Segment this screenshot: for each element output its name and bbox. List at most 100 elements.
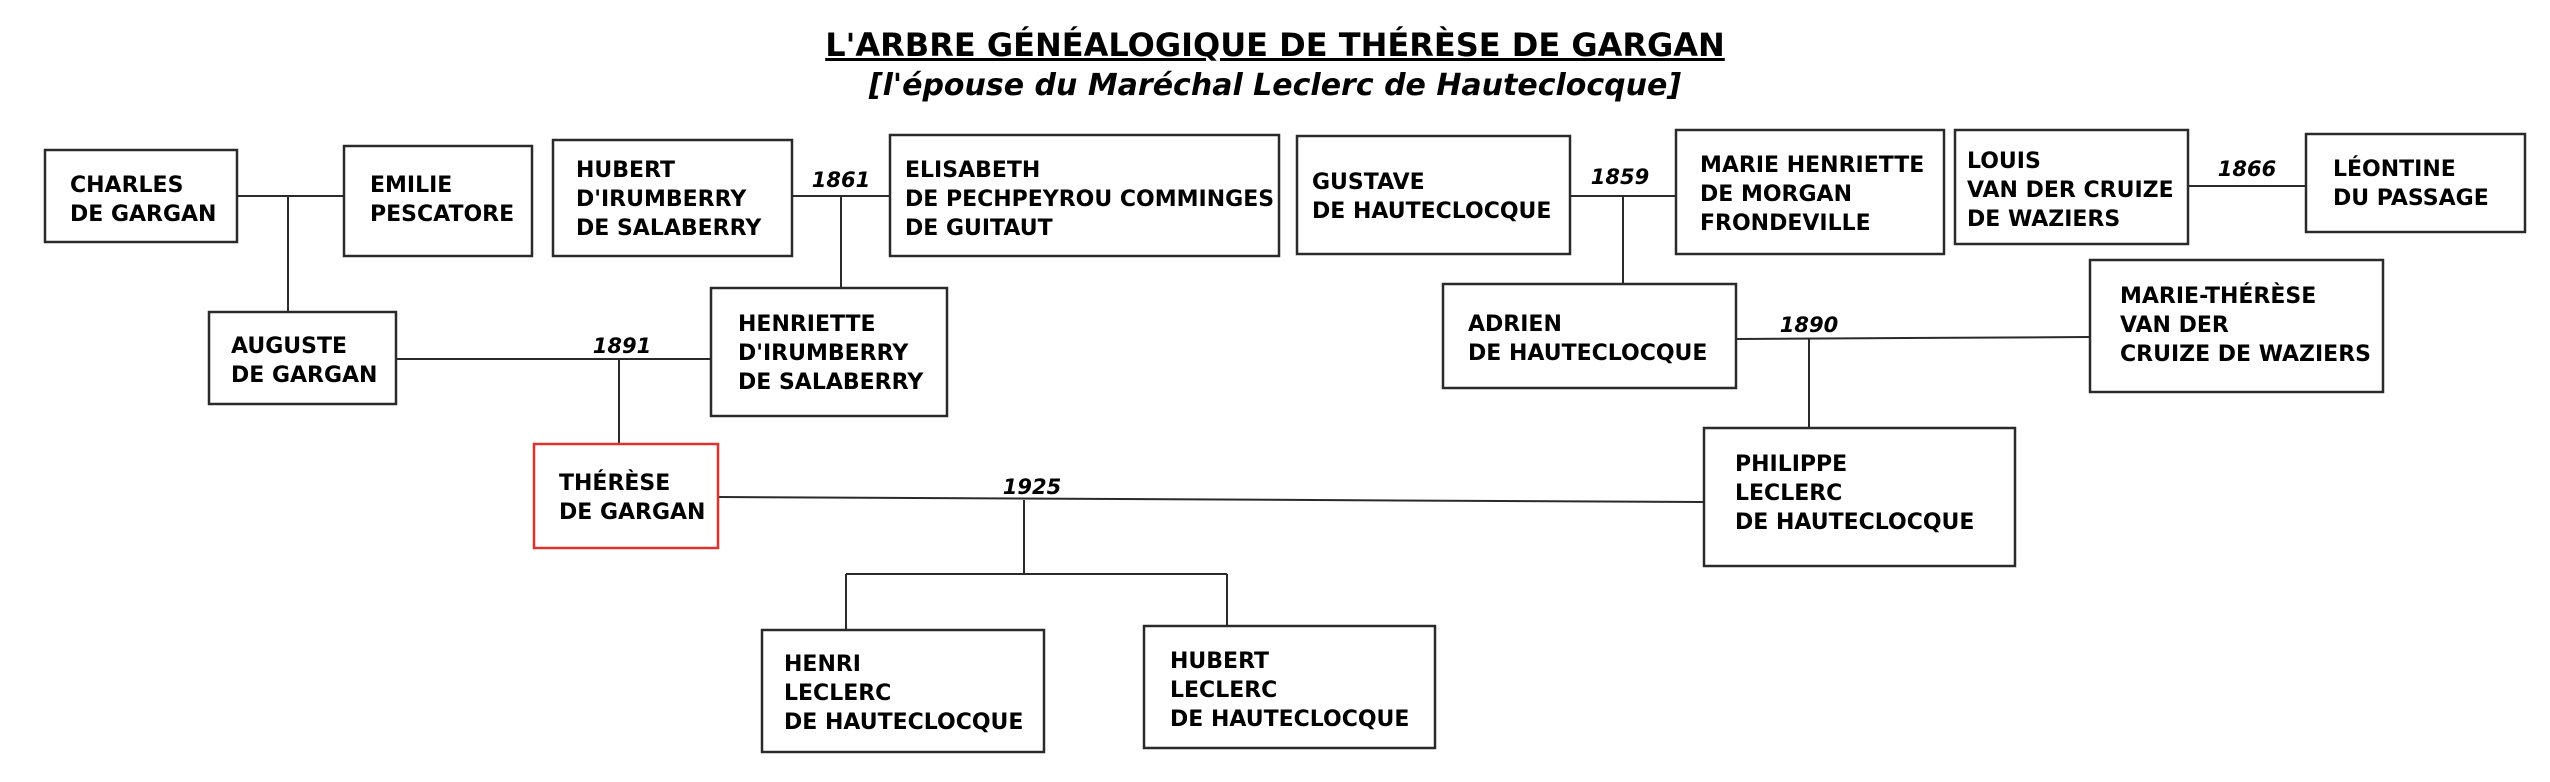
svg-text:DE MORGAN: DE MORGAN (1700, 182, 1852, 207)
marriage-year-1859: 1859 (1591, 165, 1649, 189)
svg-text:DE SALABERRY: DE SALABERRY (738, 370, 924, 395)
svg-text:DE GARGAN: DE GARGAN (231, 363, 377, 388)
name-line: LÉONTINE (2333, 156, 2456, 182)
person-henri-leclerc-de-hauteclocque: HENRI LECLERC DE HAUTECLOCQUE (760, 628, 1046, 754)
person-therese-de-gargan: THÉRÈSE DE GARGAN (532, 442, 720, 550)
name-line: ELISABETH (905, 158, 1040, 183)
svg-text:LÉONTINE: LÉONTINE (2333, 156, 2456, 182)
marriage-year-1891: 1891 (593, 334, 651, 358)
name-line: HUBERT (576, 158, 675, 183)
svg-text:DE GARGAN: DE GARGAN (70, 202, 216, 227)
svg-text:AUGUSTE: AUGUSTE (231, 334, 347, 359)
person-marie-henriette-de-morgan-frondeville: MARIE HENRIETTE DE MORGAN FRONDEVILLE (1674, 128, 1946, 256)
name-line: GUSTAVE (1312, 170, 1425, 195)
svg-text:DE SALABERRY: DE SALABERRY (576, 216, 762, 241)
svg-text:ELISABETH: ELISABETH (905, 158, 1040, 183)
person-hubert-dirumberry-de-salaberry: HUBERT D'IRUMBERRY DE SALABERRY (551, 138, 794, 258)
marriage-year-1925: 1925 (1003, 475, 1061, 499)
svg-text:HUBERT: HUBERT (1170, 649, 1269, 674)
name-line: LECLERC (1170, 678, 1277, 703)
svg-text:DE HAUTECLOCQUE: DE HAUTECLOCQUE (1312, 199, 1551, 224)
person-hubert-leclerc-de-hauteclocque: HUBERT LECLERC DE HAUTECLOCQUE (1142, 624, 1437, 750)
person-adrien-de-hauteclocque: ADRIEN DE HAUTECLOCQUE (1441, 282, 1738, 390)
person-louis-van-der-cruize-de-waziers: LOUIS VAN DER CRUIZE DE WAZIERS (1953, 128, 2190, 246)
svg-text:DE HAUTECLOCQUE: DE HAUTECLOCQUE (1468, 341, 1707, 366)
name-line: DE MORGAN (1700, 182, 1852, 207)
svg-text:HENRIETTE: HENRIETTE (738, 312, 876, 337)
name-line: LECLERC (784, 681, 891, 706)
svg-text:DE WAZIERS: DE WAZIERS (1967, 207, 2120, 232)
name-line: DE HAUTECLOCQUE (1735, 510, 1974, 535)
svg-text:HENRI: HENRI (784, 652, 861, 677)
name-line: CRUIZE DE WAZIERS (2120, 342, 2371, 367)
link-adrien-marie-therese (1735, 336, 2091, 340)
person-auguste-de-gargan: AUGUSTE DE GARGAN (207, 310, 398, 406)
svg-text:DE GARGAN: DE GARGAN (559, 500, 705, 525)
name-line: HENRI (784, 652, 861, 677)
name-line: DE SALABERRY (738, 370, 924, 395)
person-elisabeth-de-pechpeyrou-comminges-de-guitaut: ELISABETH DE PECHPEYROU COMMINGES DE GUI… (888, 133, 1281, 258)
name-line: MARIE HENRIETTE (1700, 153, 1924, 178)
person-henriette-dirumberry-de-salaberry: HENRIETTE D'IRUMBERRY DE SALABERRY (709, 286, 949, 418)
person-emilie-pescatore: EMILIE PESCATORE (342, 144, 534, 258)
name-line: DU PASSAGE (2333, 186, 2489, 211)
name-line: ADRIEN (1468, 312, 1562, 337)
name-line: VAN DER CRUIZE (1967, 178, 2174, 203)
name-line: VAN DER (2120, 313, 2229, 338)
marriage-year-1866: 1866 (2218, 157, 2276, 181)
name-line: DE SALABERRY (576, 216, 762, 241)
name-line: DE GARGAN (231, 363, 377, 388)
svg-text:FRONDEVILLE: FRONDEVILLE (1700, 211, 1871, 236)
name-line: DE HAUTECLOCQUE (1312, 199, 1551, 224)
svg-text:MARIE HENRIETTE: MARIE HENRIETTE (1700, 153, 1924, 178)
name-line: FRONDEVILLE (1700, 211, 1871, 236)
page-title: L'ARBRE GÉNÉALOGIQUE DE THÉRÈSE DE GARGA… (825, 26, 1725, 64)
svg-text:MARIE-THÉRÈSE: MARIE-THÉRÈSE (2120, 283, 2316, 309)
person-marie-therese-van-der-cruize-de-waziers: MARIE-THÉRÈSE VAN DER CRUIZE DE WAZIERS (2088, 258, 2385, 394)
svg-text:D'IRUMBERRY: D'IRUMBERRY (576, 187, 747, 212)
marriage-years: 1861 1859 1866 1891 1890 1925 (593, 157, 2276, 499)
svg-text:HUBERT: HUBERT (576, 158, 675, 183)
name-line: EMILIE (370, 173, 452, 198)
svg-text:THÉRÈSE: THÉRÈSE (559, 470, 670, 496)
person-leontine-du-passage: LÉONTINE DU PASSAGE (2304, 132, 2527, 234)
name-line: D'IRUMBERRY (576, 187, 747, 212)
name-line: DE GARGAN (559, 500, 705, 525)
svg-text:ADRIEN: ADRIEN (1468, 312, 1562, 337)
person-charles-de-gargan: CHARLES DE GARGAN (43, 148, 239, 244)
svg-text:DU PASSAGE: DU PASSAGE (2333, 186, 2489, 211)
svg-text:DE HAUTECLOCQUE: DE HAUTECLOCQUE (1170, 707, 1409, 732)
name-line: DE HAUTECLOCQUE (1468, 341, 1707, 366)
page-subtitle: [l'épouse du Maréchal Leclerc de Hautecl… (868, 68, 1682, 103)
svg-text:CHARLES: CHARLES (70, 173, 183, 198)
connector-lines (237, 185, 2306, 630)
svg-text:GUSTAVE: GUSTAVE (1312, 170, 1425, 195)
name-line: HUBERT (1170, 649, 1269, 674)
name-line: DE GUITAUT (905, 216, 1053, 241)
svg-text:PESCATORE: PESCATORE (370, 202, 514, 227)
svg-text:LOUIS: LOUIS (1967, 149, 2041, 174)
svg-text:LECLERC: LECLERC (784, 681, 891, 706)
svg-text:EMILIE: EMILIE (370, 173, 452, 198)
svg-text:PHILIPPE: PHILIPPE (1735, 452, 1847, 477)
svg-text:LECLERC: LECLERC (1735, 481, 1842, 506)
marriage-year-1890: 1890 (1780, 313, 1838, 337)
marriage-year-1861: 1861 (812, 168, 870, 192)
svg-text:VAN DER CRUIZE: VAN DER CRUIZE (1967, 178, 2174, 203)
link-therese-philippe (717, 496, 1705, 503)
svg-text:LECLERC: LECLERC (1170, 678, 1277, 703)
name-line: HENRIETTE (738, 312, 876, 337)
svg-text:CRUIZE DE WAZIERS: CRUIZE DE WAZIERS (2120, 342, 2371, 367)
name-line: LECLERC (1735, 481, 1842, 506)
name-line: DE GARGAN (70, 202, 216, 227)
svg-text:DE HAUTECLOCQUE: DE HAUTECLOCQUE (1735, 510, 1974, 535)
name-line: MARIE-THÉRÈSE (2120, 283, 2316, 309)
name-line: PESCATORE (370, 202, 514, 227)
svg-text:DE PECHPEYROU COMMINGES: DE PECHPEYROU COMMINGES (905, 187, 1274, 212)
name-line: D'IRUMBERRY (738, 341, 909, 366)
name-line: PHILIPPE (1735, 452, 1847, 477)
svg-text:D'IRUMBERRY: D'IRUMBERRY (738, 341, 909, 366)
svg-text:VAN DER: VAN DER (2120, 313, 2229, 338)
name-line: THÉRÈSE (559, 470, 670, 496)
